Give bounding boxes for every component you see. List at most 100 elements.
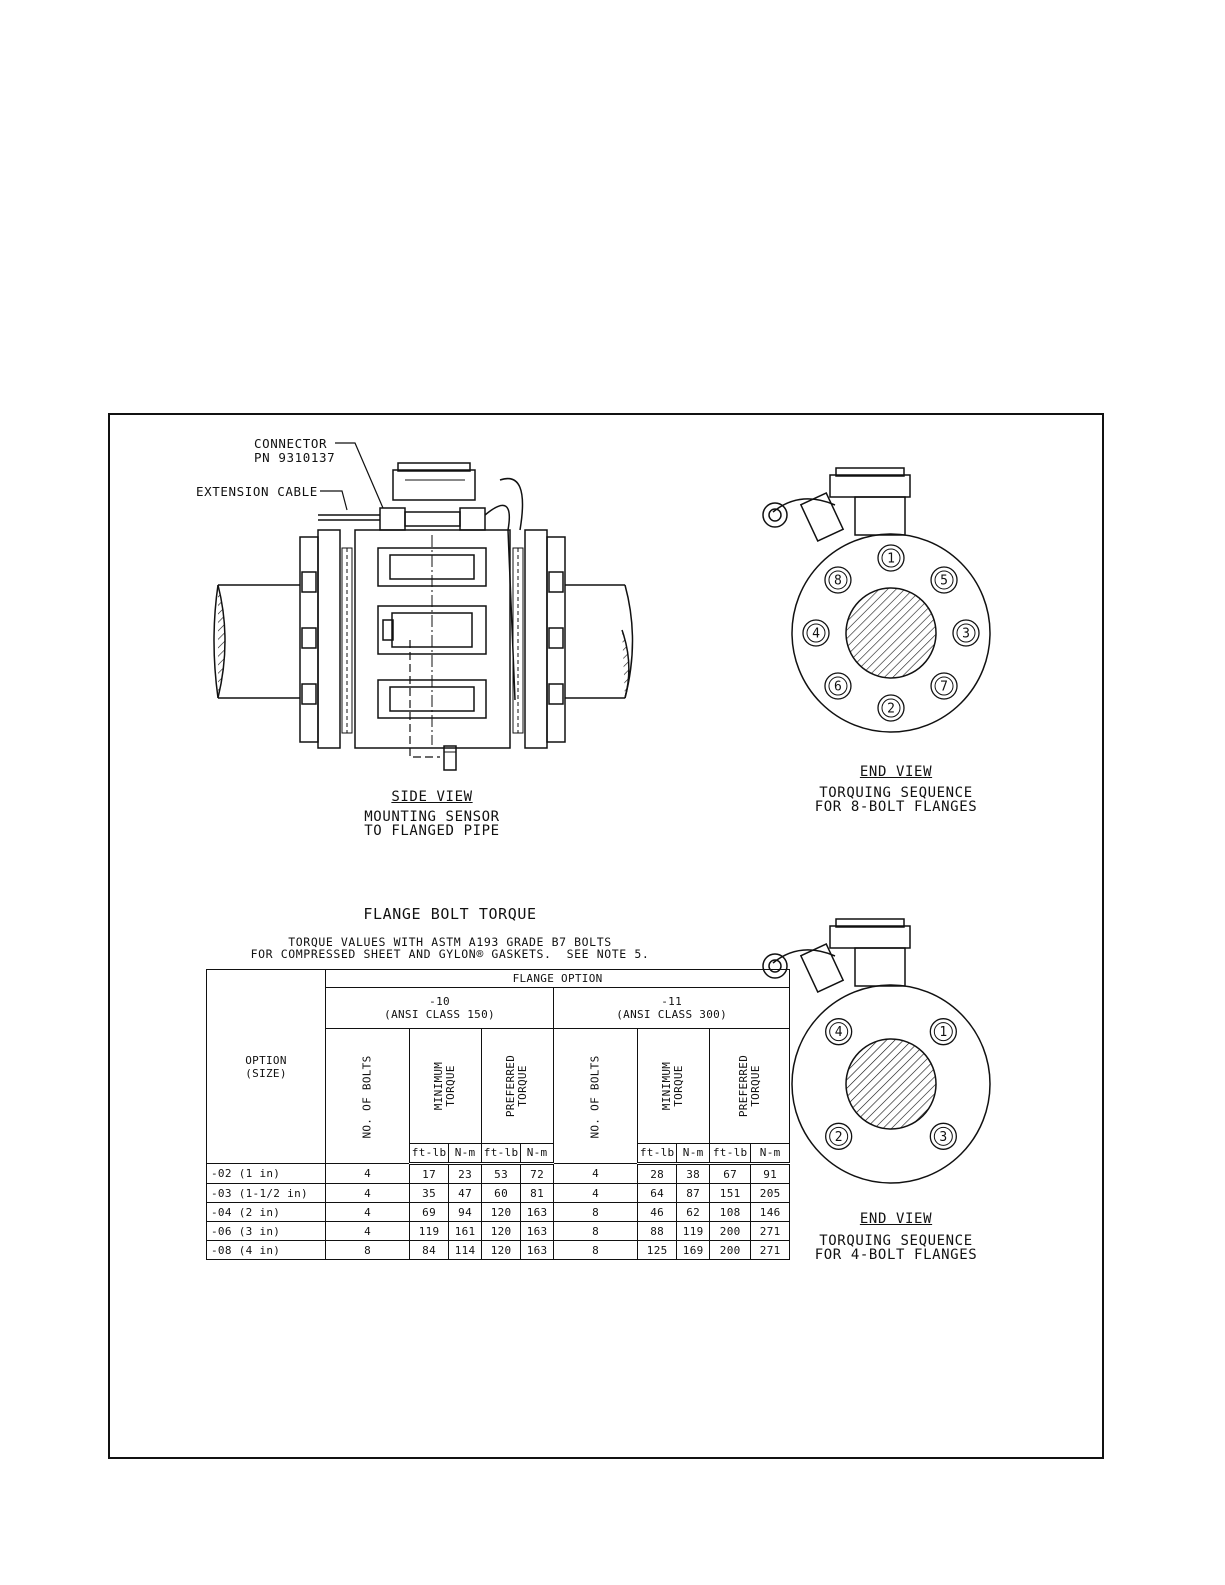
torque-value-cell: 151 — [709, 1183, 752, 1203]
torque-value-cell: 47 — [448, 1183, 483, 1203]
eight-bolt-number: 8 — [834, 573, 842, 588]
four-bolt-hole — [825, 1018, 853, 1046]
min-torque-text-2: MINIMUM TORQUE — [661, 1062, 686, 1110]
no-of-bolts-header-1: NO. OF BOLTS — [324, 1028, 411, 1164]
torque-value-cell: 119 — [409, 1221, 450, 1241]
side-view-drawing — [213, 442, 634, 771]
torque-value-cell: 94 — [448, 1202, 483, 1222]
eight-bolt-inner — [934, 676, 954, 696]
torque-value-cell: 64 — [637, 1183, 678, 1203]
end-view-4-caption-2: FOR 4-BOLT FLANGES — [814, 1247, 978, 1263]
connector-part-number: PN 9310137 — [254, 450, 336, 465]
torque-value-cell: 271 — [750, 1240, 791, 1260]
eight-bolt-number: 3 — [962, 627, 970, 642]
torque-value-cell: 91 — [750, 1163, 791, 1184]
eight-bolt-hole — [877, 694, 905, 722]
torque-value-cell: 87 — [676, 1183, 711, 1203]
pref-torque-text-1: PREFERRED TORQUE — [505, 1055, 530, 1117]
torque-value-cell: 125 — [637, 1240, 678, 1260]
eight-bolt-number: 2 — [887, 702, 895, 717]
torque-value-cell: 8 — [553, 1202, 639, 1222]
eight-bolt-inner — [828, 676, 848, 696]
eight-bolt-number: 7 — [940, 680, 948, 695]
unit-ftlb: ft-lb — [481, 1142, 522, 1166]
eight-bolt-hole — [930, 566, 958, 594]
option-size-header: OPTION (SIZE) — [206, 969, 326, 1164]
pref-torque-header-1: PREFERRED TORQUE — [481, 1028, 555, 1144]
connector-label: CONNECTOR — [254, 436, 328, 451]
torque-value-cell: 200 — [709, 1240, 752, 1260]
torque-value-cell: 81 — [520, 1183, 555, 1203]
torque-value-cell: 8 — [324, 1240, 411, 1260]
min-torque-text-1: MINIMUM TORQUE — [433, 1062, 458, 1110]
torque-value-cell: 8 — [553, 1240, 639, 1260]
side-view-caption-2: TO FLANGED PIPE — [364, 823, 500, 839]
pref-torque-word-2: TORQUE — [516, 1065, 530, 1107]
eight-bolt-hole — [952, 619, 980, 647]
four-bolt-number: 2 — [835, 1130, 843, 1145]
flange-bolt-torque-table: OPTION (SIZE) FLANGE OPTION -10 (ANSI CL… — [206, 969, 791, 1260]
table-title: FLANGE BOLT TORQUE — [363, 905, 537, 923]
eight-bolt-hole — [824, 566, 852, 594]
torque-value-cell: 114 — [448, 1240, 483, 1260]
torque-value-cell: 205 — [750, 1183, 791, 1203]
torque-value-cell: 60 — [481, 1183, 522, 1203]
eight-bolt-hole — [802, 619, 830, 647]
torque-value-cell: 120 — [481, 1221, 522, 1241]
torque-value-cell: 108 — [709, 1202, 752, 1222]
eight-bolt-hole — [877, 544, 905, 572]
end-view-8-caption-1: TORQUING SEQUENCE — [819, 785, 973, 801]
torque-value-cell: 120 — [481, 1202, 522, 1222]
eight-bolt-inner — [956, 623, 976, 643]
four-bolt-inner — [933, 1126, 953, 1146]
pref-torque-word-3: PREFERRED — [736, 1054, 750, 1117]
torque-value-cell: 163 — [520, 1240, 555, 1260]
no-of-bolts-text-1: NO. OF BOLTS — [360, 1054, 374, 1139]
table-header-row-2: -10 (ANSI CLASS 150) -11 (ANSI CLASS 300… — [207, 987, 791, 1029]
four-bolt-number: 3 — [939, 1130, 947, 1145]
eight-bolt-hole — [930, 672, 958, 700]
eight-bolt-inner — [881, 698, 901, 718]
torque-value-cell: 163 — [520, 1221, 555, 1241]
end-view-8-caption-2: FOR 8-BOLT FLANGES — [814, 799, 978, 815]
four-bolt-hole — [929, 1122, 957, 1150]
end-view-8-title: END VIEW — [859, 764, 933, 780]
torque-value-cell: 67 — [709, 1163, 752, 1184]
option-size-cell: -08 (4 in) — [206, 1240, 326, 1260]
end-view-4-caption-1: TORQUING SEQUENCE — [819, 1233, 973, 1249]
eight-bolt-inner — [828, 570, 848, 590]
eight-bolt-inner — [934, 570, 954, 590]
four-bolt-inner — [829, 1022, 849, 1042]
table-subtitle-2: FOR COMPRESSED SHEET AND GYLON® GASKETS.… — [250, 947, 650, 961]
four-bolt-hole — [929, 1018, 957, 1046]
eight-bolt-number: 4 — [812, 627, 820, 642]
torque-value-cell: 146 — [750, 1202, 791, 1222]
pref-torque-header-2: PREFERRED TORQUE — [709, 1028, 791, 1144]
torque-value-cell: 4 — [553, 1183, 639, 1203]
torque-value-cell: 8 — [553, 1221, 639, 1241]
group-10-code: -10 — [429, 995, 450, 1008]
pref-torque-text-2: PREFERRED TORQUE — [736, 1054, 762, 1117]
torque-value-cell: 271 — [750, 1221, 791, 1241]
torque-value-cell: 120 — [481, 1240, 522, 1260]
eight-bolt-number: 6 — [834, 680, 842, 695]
option-size-cell: -04 (2 in) — [206, 1202, 326, 1222]
torque-value-cell: 200 — [709, 1221, 752, 1241]
side-view-title: SIDE VIEW — [391, 789, 473, 805]
min-torque-word-2: TORQUE — [444, 1065, 458, 1107]
unit-nm: N-m — [676, 1142, 711, 1166]
torque-value-cell: 163 — [520, 1202, 555, 1222]
eight-bolt-inner — [806, 623, 826, 643]
pref-torque-word-4: TORQUE — [748, 1065, 762, 1107]
unit-nm: N-m — [448, 1142, 483, 1166]
unit-ftlb: ft-lb — [409, 1142, 450, 1166]
torque-value-cell: 53 — [481, 1163, 522, 1184]
